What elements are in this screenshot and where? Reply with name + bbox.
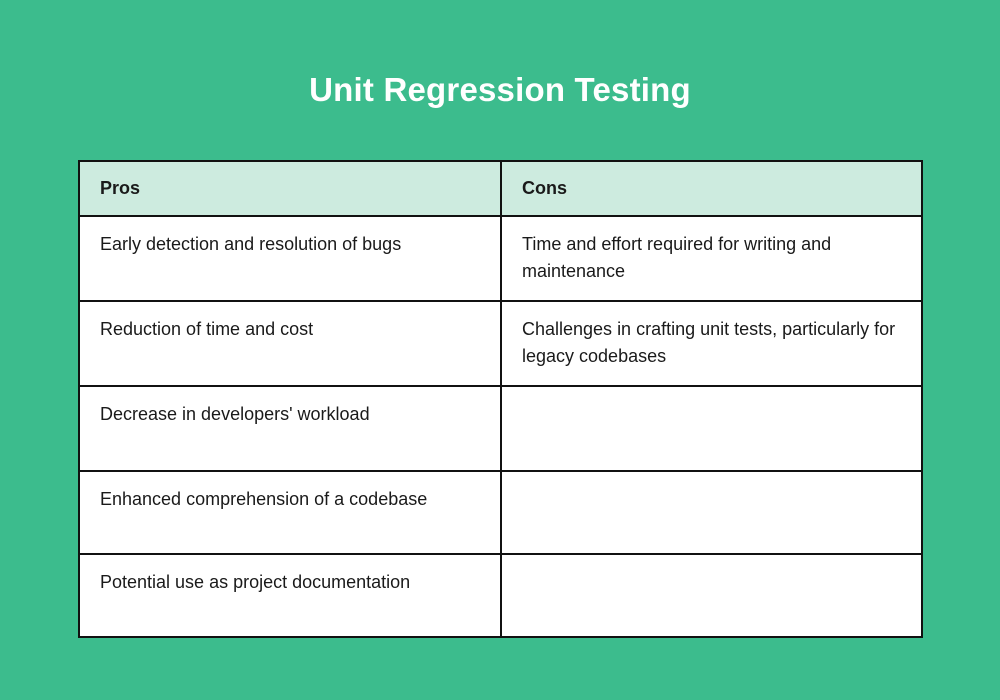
cell-cons [500, 553, 923, 638]
table-header-row: Pros Cons [78, 160, 923, 217]
cell-text: Early detection and resolution of bugs [100, 234, 402, 254]
pros-cons-table: Pros Cons Early detection and resolution… [78, 160, 923, 638]
pros-cons-table-container: Pros Cons Early detection and resolution… [78, 160, 923, 638]
column-header-cons: Cons [500, 160, 923, 217]
cell-text: Decrease in developers' workload [100, 404, 370, 424]
page-title: Unit Regression Testing [309, 71, 691, 108]
table-row: Early detection and resolution of bugs T… [78, 215, 923, 302]
cell-cons [500, 385, 923, 472]
table-header: Pros Cons [78, 160, 923, 217]
table-row: Enhanced comprehension of a codebase [78, 470, 923, 555]
cell-pros: Decrease in developers' workload [78, 385, 502, 472]
cell-text [522, 486, 901, 487]
cell-text: Challenges in crafting unit tests, parti… [522, 319, 896, 366]
cell-text: Enhanced comprehension of a codebase [100, 489, 428, 509]
cell-pros: Potential use as project documentation [78, 553, 502, 638]
table-body: Early detection and resolution of bugs T… [78, 215, 923, 638]
cell-text [522, 569, 901, 570]
table-row: Reduction of time and cost Challenges in… [78, 300, 923, 387]
cell-cons: Challenges in crafting unit tests, parti… [500, 300, 923, 387]
column-header-pros: Pros [78, 160, 502, 217]
cell-pros: Reduction of time and cost [78, 300, 502, 387]
cell-text: Time and effort required for writing and… [522, 234, 832, 281]
table-row: Potential use as project documentation [78, 553, 923, 638]
cell-text: Reduction of time and cost [100, 319, 314, 339]
cell-pros: Enhanced comprehension of a codebase [78, 470, 502, 555]
cell-text [522, 401, 901, 402]
cell-cons [500, 470, 923, 555]
cell-text: Potential use as project documentation [100, 572, 411, 592]
cell-pros: Early detection and resolution of bugs [78, 215, 502, 302]
table-row: Decrease in developers' workload [78, 385, 923, 472]
cell-cons: Time and effort required for writing and… [500, 215, 923, 302]
